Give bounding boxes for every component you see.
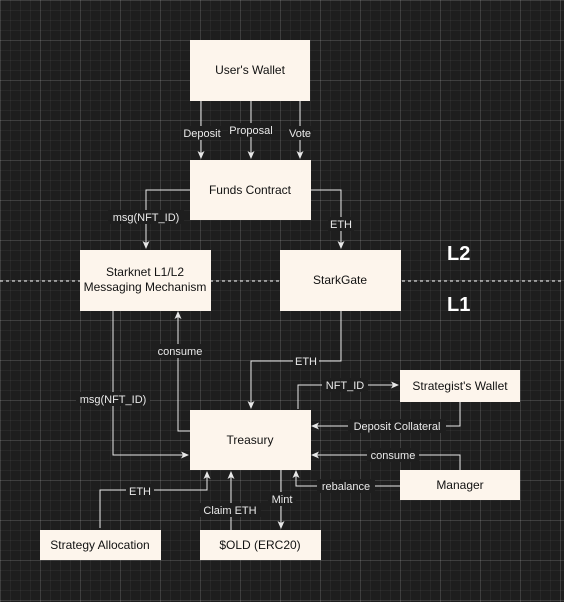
edge-label-claim-eth: Claim ETH — [199, 503, 261, 517]
edge-label-eth-strategy: ETH — [126, 484, 154, 498]
node-starkgate: StarkGate — [280, 250, 401, 311]
svg-text:Messaging Mechanism: Messaging Mechanism — [84, 280, 207, 294]
edge-treasury-consume-messaging — [174, 311, 190, 432]
node-users-wallet: User's Wallet — [190, 40, 310, 101]
node-old-erc20: $OLD (ERC20) — [200, 530, 321, 560]
svg-text:Vote: Vote — [289, 128, 311, 140]
svg-text:Deposit: Deposit — [183, 128, 220, 140]
layer-label-l1: L1 — [447, 294, 470, 316]
svg-text:Strategy Allocation: Strategy Allocation — [50, 538, 149, 552]
node-treasury: Treasury — [190, 410, 311, 470]
edge-label-rebalance: rebalance — [317, 479, 375, 493]
edge-label-eth-top: ETH — [328, 217, 354, 231]
svg-text:Strategist's Wallet: Strategist's Wallet — [412, 379, 508, 393]
svg-text:Manager: Manager — [436, 478, 483, 492]
edge-treasury-consume-manager — [311, 451, 461, 470]
node-funds-contract: Funds Contract — [190, 160, 311, 220]
edge-funds-to-messaging — [142, 189, 190, 249]
layer-label-l2: L2 — [447, 243, 470, 265]
node-strategists-wallet: Strategist's Wallet — [400, 370, 520, 402]
svg-text:rebalance: rebalance — [322, 481, 370, 493]
svg-text:Claim ETH: Claim ETH — [203, 505, 256, 517]
edge-label-deposit-collateral: Deposit Collateral — [348, 419, 446, 433]
svg-text:consume: consume — [371, 450, 416, 462]
svg-text:ETH: ETH — [295, 356, 317, 368]
edge-messaging-to-treasury — [112, 311, 189, 459]
svg-text:Deposit Collateral: Deposit Collateral — [354, 421, 441, 433]
edge-label-vote: Vote — [287, 126, 313, 140]
node-strategy-allocation: Strategy Allocation — [40, 530, 161, 560]
edge-strategy-to-treasury — [99, 471, 211, 528]
svg-text:User's Wallet: User's Wallet — [215, 63, 286, 77]
edge-label-msg-left: msg(NFT_ID) — [76, 392, 150, 406]
svg-text:Proposal: Proposal — [229, 125, 272, 137]
edge-label-deposit: Deposit — [182, 126, 222, 140]
svg-text:msg(NFT_ID): msg(NFT_ID) — [80, 394, 147, 406]
svg-text:consume: consume — [158, 346, 203, 358]
svg-text:msg(NFT_ID): msg(NFT_ID) — [113, 212, 180, 224]
svg-text:Treasury: Treasury — [227, 433, 274, 447]
svg-text:ETH: ETH — [129, 486, 151, 498]
svg-text:NFT_ID: NFT_ID — [326, 380, 365, 392]
edge-label-eth-bridge: ETH — [293, 354, 319, 368]
edge-label-msg-top: msg(NFT_ID) — [108, 210, 184, 224]
node-manager: Manager — [400, 470, 520, 500]
svg-text:Funds Contract: Funds Contract — [209, 183, 292, 197]
edge-label-consume-left: consume — [156, 344, 204, 358]
svg-text:$OLD (ERC20): $OLD (ERC20) — [219, 538, 300, 552]
edge-label-proposal: Proposal — [228, 123, 274, 137]
edge-label-consume-manager: consume — [367, 448, 419, 462]
edge-label-nft-id: NFT_ID — [322, 378, 368, 392]
svg-text:StarkGate: StarkGate — [313, 273, 367, 287]
svg-text:Starknet L1/L2: Starknet L1/L2 — [106, 265, 184, 279]
edge-label-mint: Mint — [268, 492, 296, 506]
node-starknet-messaging: Starknet L1/L2 Messaging Mechanism — [80, 250, 211, 311]
svg-text:ETH: ETH — [330, 219, 352, 231]
svg-text:Mint: Mint — [272, 494, 293, 506]
